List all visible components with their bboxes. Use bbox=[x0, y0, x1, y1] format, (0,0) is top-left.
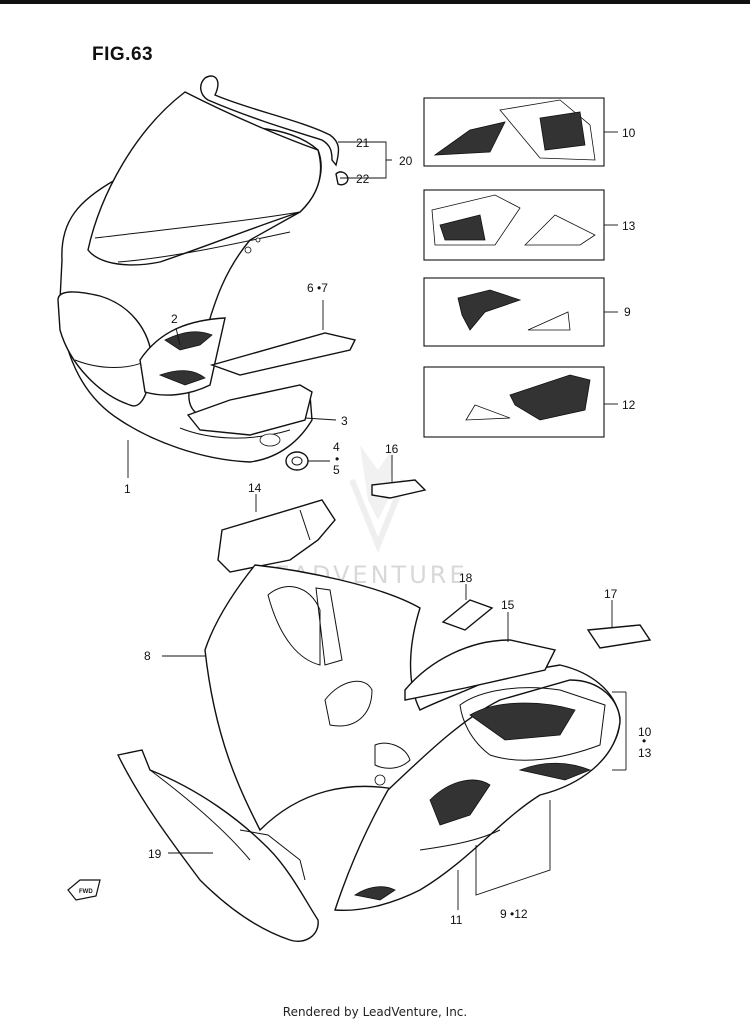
callout-2: 2 bbox=[171, 312, 178, 326]
under-cowl-part bbox=[116, 749, 319, 942]
callout-18: 18 bbox=[459, 571, 473, 585]
lower-cowl-part bbox=[334, 679, 621, 912]
decal-box-13 bbox=[423, 189, 605, 261]
callout-12-box: 12 bbox=[622, 398, 636, 412]
top-border bbox=[0, 0, 750, 4]
windscreen-seal-part bbox=[200, 75, 340, 167]
callout-14: 14 bbox=[248, 481, 262, 495]
pad-part-18 bbox=[441, 599, 494, 631]
forward-arrow-label: FWD bbox=[79, 889, 93, 895]
grommet-part bbox=[285, 451, 309, 471]
callout-10-13-dot: • bbox=[642, 734, 646, 748]
upper-cowl-part bbox=[57, 91, 322, 463]
callout-3: 3 bbox=[341, 414, 348, 428]
callout-6-7: 6 •7 bbox=[307, 281, 328, 295]
footer-credit: Rendered by LeadVenture, Inc. bbox=[282, 1005, 468, 1019]
forward-arrow-icon: FWD bbox=[67, 879, 101, 901]
callout-10-box: 10 bbox=[622, 126, 636, 140]
callout-20: 20 bbox=[399, 154, 413, 168]
cowl-inner-panel bbox=[186, 384, 313, 436]
decal-box-12 bbox=[423, 366, 605, 438]
callout-17: 17 bbox=[604, 587, 618, 601]
callout-8: 8 bbox=[144, 649, 151, 663]
callout-4-5-dot: • bbox=[335, 452, 339, 466]
callout-21: 21 bbox=[356, 136, 370, 150]
clip-part-17 bbox=[586, 624, 652, 649]
callout-13-box: 13 bbox=[622, 219, 636, 233]
callout-13-lower: 13 bbox=[638, 746, 652, 760]
bracket-part-16 bbox=[371, 479, 427, 499]
decal-box-9 bbox=[423, 277, 605, 347]
callout-16: 16 bbox=[385, 442, 399, 456]
figure-title: FIG.63 bbox=[92, 44, 154, 65]
callout-5: 5 bbox=[333, 463, 340, 477]
air-duct-part bbox=[217, 499, 336, 573]
plate-part bbox=[209, 332, 357, 376]
watermark-logo bbox=[349, 445, 407, 554]
callout-19: 19 bbox=[148, 847, 162, 861]
callout-9-box: 9 bbox=[624, 305, 631, 319]
callout-9-12: 9 •12 bbox=[500, 907, 528, 921]
callout-15: 15 bbox=[501, 598, 515, 612]
panel-part-15 bbox=[404, 639, 557, 701]
callout-1: 1 bbox=[124, 482, 131, 496]
callout-10-lower: 10 bbox=[638, 725, 652, 739]
decal-box-10 bbox=[423, 97, 605, 167]
callout-22: 22 bbox=[356, 172, 370, 186]
callout-4: 4 bbox=[333, 440, 340, 454]
callout-11: 11 bbox=[450, 913, 463, 927]
